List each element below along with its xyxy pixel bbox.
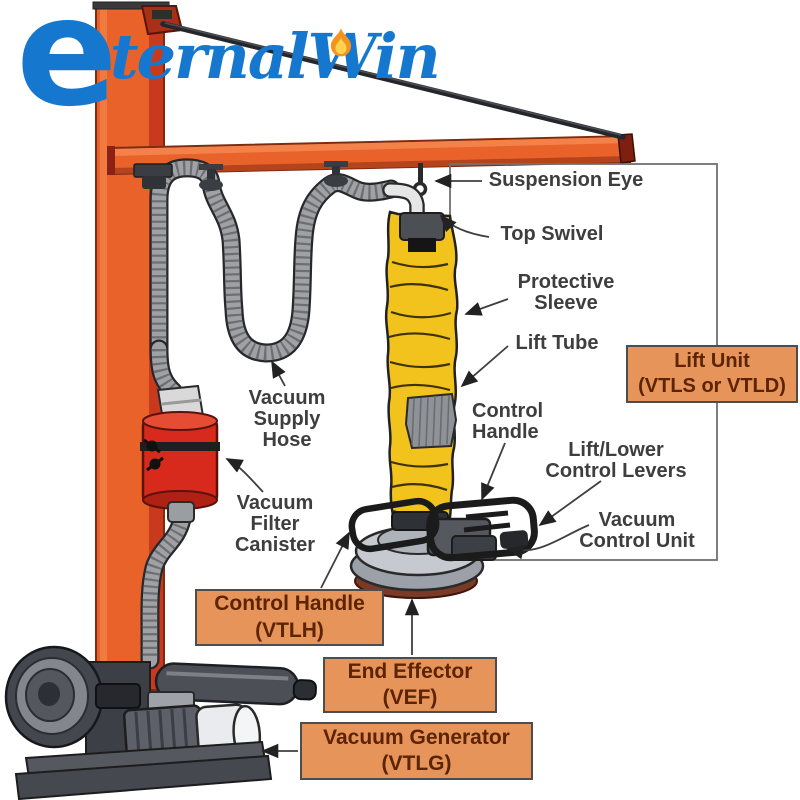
label-vacuum-supply-hose: Vacuum Supply Hose (248, 387, 326, 451)
label-top-swivel: Top Swivel (500, 223, 604, 245)
tie-rod (160, 21, 626, 140)
logo-letter-e: e (16, 0, 118, 140)
label-vacuum-control-unit: Vacuum Control Unit (579, 509, 695, 552)
logo-wordmark: ternalWin (110, 20, 441, 93)
lift-tube-cutaway (404, 392, 458, 450)
hose-hangers (133, 161, 348, 191)
part-box-lift-unit: Lift Unit (VTLS or VTLD) (626, 345, 798, 403)
lift-lower-lever (465, 510, 509, 520)
vacuum-filter-canister-drawing (140, 384, 220, 523)
top-swivel-drawing (399, 212, 445, 252)
label-lift-tube: Lift Tube (515, 332, 599, 354)
suspension-eye-drawing (382, 163, 428, 224)
label-lift-lower-control-levers: Lift/Lower Control Levers (545, 439, 687, 482)
part-box-control-handle: Control Handle (VTLH) (195, 589, 384, 646)
part-box-end-effector: End Effector (VEF) (323, 657, 497, 713)
label-protective-sleeve: Protective Sleeve (517, 271, 615, 314)
part-box-vacuum-generator: Vacuum Generator (VTLG) (300, 722, 533, 780)
label-vacuum-filter-canister: Vacuum Filter Canister (234, 492, 316, 556)
control-handle-drawing (348, 496, 538, 562)
label-control-handle: Control Handle (472, 400, 544, 443)
flame-icon (330, 28, 352, 57)
vacuum-generator-drawing (4, 645, 317, 800)
lift-tube-drawing (384, 210, 459, 547)
lift-lower-lever (463, 522, 511, 533)
leader-lines (225, 173, 602, 759)
label-suspension-eye: Suspension Eye (488, 169, 644, 191)
eternalwin-logo: e ternalWin (0, 0, 441, 128)
